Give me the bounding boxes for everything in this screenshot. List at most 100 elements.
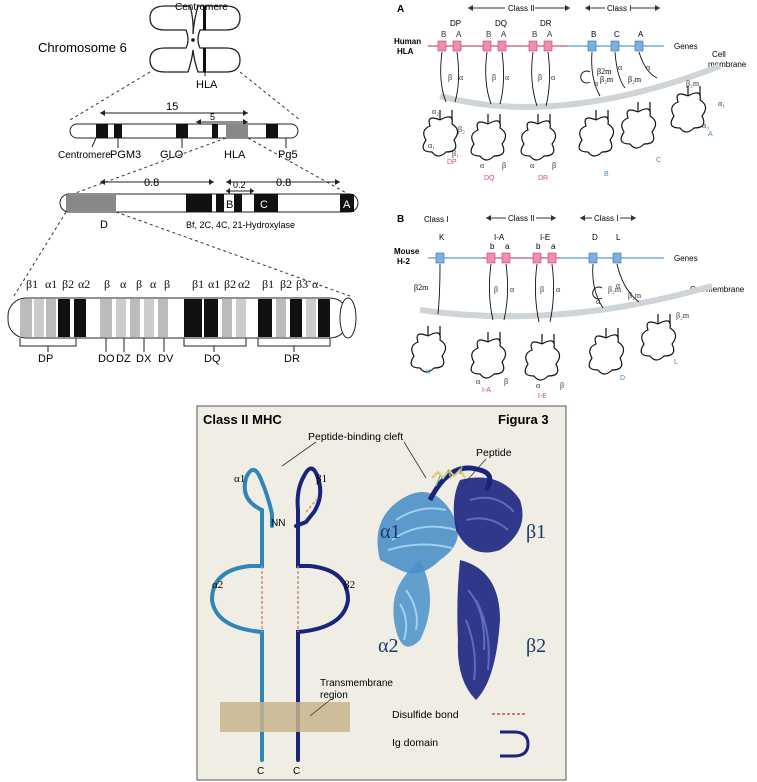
svg-text:B: B (532, 30, 537, 39)
class1-gene-b: B (591, 30, 596, 39)
class1-gene-c: C (614, 30, 620, 39)
group-dq: DQ (495, 19, 507, 28)
panel-a-class-ii: Class II (508, 4, 535, 13)
hla-top-label: HLA (196, 79, 218, 91)
region-dz: DZ (116, 353, 131, 365)
svg-text:α₃: α₃ (702, 121, 709, 130)
cell-membrane-label-a2: membrane (708, 60, 747, 69)
legend-ig-swatch (500, 730, 530, 758)
svg-text:B: B (441, 30, 446, 39)
gene-top-labels: β1 α1 β2 α2 β α β α β β1 α1 β2 α2 β1 β2 … (26, 277, 319, 291)
svg-text:A: A (456, 30, 462, 39)
svg-text:α: α (618, 63, 623, 72)
svg-text:α1: α1 (45, 277, 57, 291)
gene-row-chromosome (7, 297, 357, 339)
locus-b: B (226, 199, 233, 211)
gene-d: D (592, 233, 598, 242)
svg-text:β: β (494, 285, 498, 294)
transmembrane-region (220, 702, 350, 732)
panel-a-letter: A (397, 4, 404, 15)
gene-i-e: I-E (540, 233, 550, 242)
svg-text:B: B (486, 30, 491, 39)
svg-text:β: β (552, 161, 556, 170)
group-dp: DP (450, 19, 461, 28)
gene-i-a: I-A (494, 233, 505, 242)
svg-text:β1: β1 (26, 277, 38, 291)
svg-text:α: α (312, 277, 319, 291)
svg-text:β₁: β₁ (452, 149, 459, 158)
distance-5: 5 (210, 112, 215, 122)
schematic-beta2: β2 (344, 579, 355, 591)
complement-genes-note: Bf, 2C, 4C, 21-Hydroxylase (186, 220, 295, 230)
svg-text:β: β (504, 377, 508, 386)
svg-text:β₂m: β₂m (608, 285, 622, 294)
cell-membrane-label-a1: Cell (712, 50, 726, 59)
panel-a-class-i: Class I (607, 4, 631, 13)
sub-b-1: b (490, 242, 495, 251)
panel-b-class-i-right: Class I (594, 214, 618, 223)
locus-h2: H-2 (397, 257, 410, 266)
panel-b-letter: B (397, 214, 404, 225)
distance-15: 15 (166, 101, 178, 113)
molecule-c: C (656, 157, 661, 164)
sub-b-2: b (536, 242, 541, 251)
svg-text:α: α (120, 277, 127, 291)
svg-text:β₂m: β₂m (686, 79, 700, 88)
molecule-dq: DQ (484, 175, 495, 182)
svg-text:α: α (536, 381, 541, 390)
alpha-chain-schematic (209, 468, 274, 762)
band-label-glo: GLO (160, 149, 184, 161)
chromosome-title: Chromosome 6 (38, 40, 127, 55)
b2m-a: β2m (597, 67, 612, 76)
svg-text:A: A (547, 30, 553, 39)
svg-text:α: α (646, 63, 651, 72)
svg-text:β₂m: β₂m (628, 75, 642, 84)
svg-text:α₁: α₁ (718, 99, 725, 108)
ribbon-beta2: β2 (526, 635, 546, 657)
svg-text:β: β (104, 277, 110, 291)
svg-text:α: α (459, 73, 464, 82)
svg-text:β₂m: β₂m (628, 291, 642, 300)
molecule-d: D (620, 375, 625, 382)
svg-text:β1: β1 (262, 277, 274, 291)
panel-c-title: Class II MHC (203, 412, 282, 427)
svg-text:β: β (540, 285, 544, 294)
svg-text:β₂: β₂ (458, 125, 465, 134)
ribbon-alpha1: α1 (380, 521, 400, 543)
molecule-i-a: I-A (482, 387, 491, 394)
svg-text:α: α (594, 79, 599, 88)
genes-label-a: Genes (674, 42, 698, 51)
band-label-centromere: Centromere (58, 150, 111, 161)
svg-text:α: α (530, 161, 535, 170)
chromosome-6-shape (149, 5, 241, 73)
species-mouse: Mouse (394, 247, 420, 256)
locus-hla: HLA (397, 47, 414, 56)
peptide-label: Peptide (476, 447, 512, 459)
chromosome-panel: Centromere Chromosome 6 HLA 15 5 Centrom… (7, 2, 359, 365)
ribbon-structure (377, 465, 523, 700)
transmembrane-label-1: Transmembrane (320, 678, 393, 689)
b2m-b: β2m (414, 283, 429, 292)
svg-text:β: β (164, 277, 170, 291)
schematic-alpha2: α2 (212, 579, 223, 591)
region-dr: DR (284, 353, 300, 365)
panel-b-mouse-h2: B Class I Class II Class I K I-A I-E D L… (394, 213, 745, 400)
band-label-hla: HLA (224, 149, 246, 161)
svg-text:β: β (502, 161, 506, 170)
centromere-top-label: Centromere (175, 2, 228, 13)
distance-0-8-left: 0.8 (144, 177, 159, 189)
molecule-l: L (674, 359, 678, 366)
svg-text:α: α (616, 281, 621, 290)
molecule-a: A (708, 131, 713, 138)
svg-text:β₂m: β₂m (676, 311, 690, 320)
svg-text:α₂: α₂ (432, 107, 439, 116)
locus-c: C (260, 199, 268, 211)
band-label-pg5: Pg5 (278, 149, 298, 161)
svg-text:β2: β2 (224, 277, 236, 291)
panel-b-class-ii: Class II (508, 214, 535, 223)
gene-k: K (439, 233, 445, 242)
cell-membrane-a (439, 63, 722, 110)
molecule-dp: DP (447, 159, 457, 166)
schematic-beta1: β1 (316, 473, 327, 485)
locus-a: A (343, 199, 351, 211)
